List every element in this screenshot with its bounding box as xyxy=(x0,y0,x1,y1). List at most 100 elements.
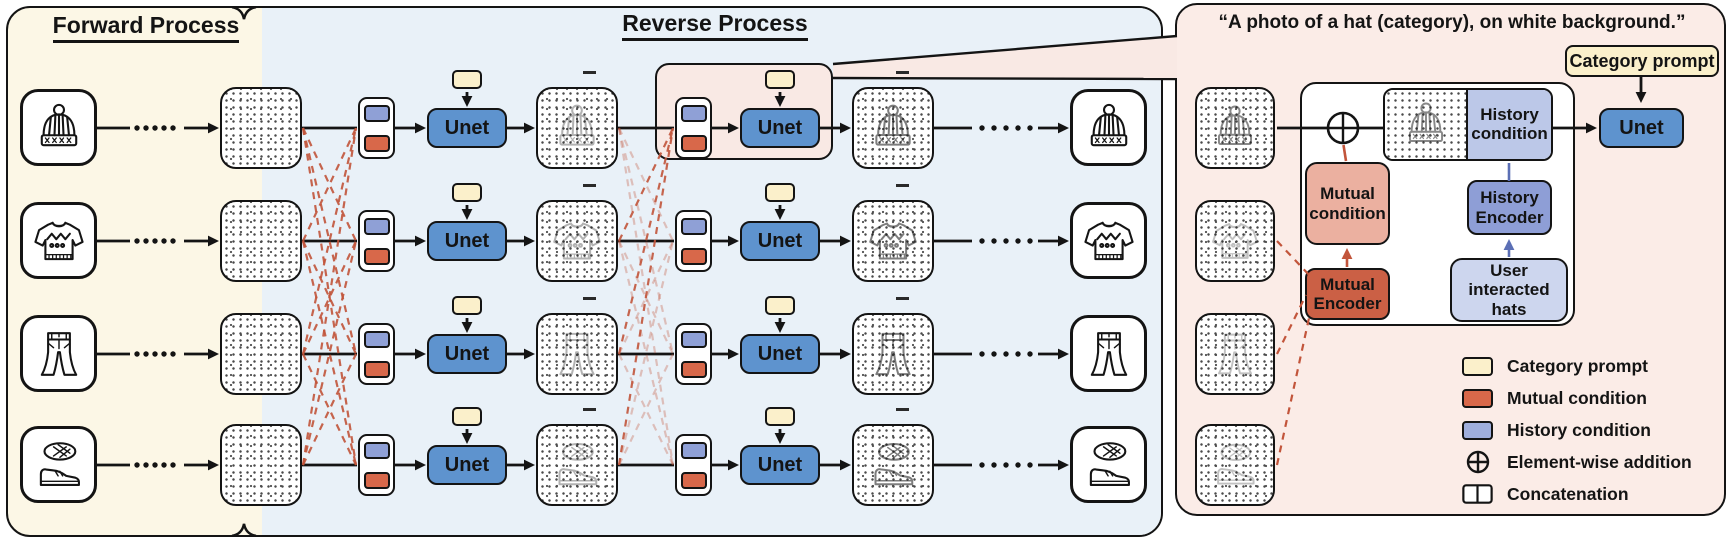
noised-latent-box xyxy=(220,200,302,282)
category-prompt-token xyxy=(452,296,482,315)
unet-box: Unet xyxy=(740,334,820,374)
generated-item-box xyxy=(1070,315,1147,392)
partially-denoised-latent-box xyxy=(536,424,618,506)
detail-noised-latent-box xyxy=(1195,87,1275,169)
legend-item-mutual-condition: Mutual condition xyxy=(1462,385,1647,411)
condition-token-pair xyxy=(358,97,395,159)
noisy-latent-cell xyxy=(1385,90,1468,159)
mostly-denoised-latent-box xyxy=(852,424,934,506)
detail-noised-latent-box xyxy=(1195,200,1275,282)
partially-denoised-latent-box xyxy=(536,200,618,282)
history-condition-token xyxy=(681,442,707,459)
legend-item-history-condition: History condition xyxy=(1462,417,1651,443)
history-condition-token xyxy=(681,331,707,348)
legend-item-elementwise-addition: Element-wise addition xyxy=(1462,449,1692,475)
partially-denoised-latent-box xyxy=(536,87,618,169)
category-prompt-token xyxy=(452,407,482,426)
condition-token-pair xyxy=(675,323,712,385)
partially-denoised-latent-box xyxy=(536,313,618,395)
oplus-icon xyxy=(1466,450,1489,474)
category-prompt-token xyxy=(452,183,482,202)
condition-token-pair xyxy=(358,323,395,385)
item-icon xyxy=(1090,331,1127,376)
unet-box: Unet xyxy=(427,221,507,261)
reverse-process-title: Reverse Process xyxy=(600,10,830,41)
item-icon xyxy=(39,441,80,486)
mutual-condition-token xyxy=(364,135,390,152)
mutual-condition-token xyxy=(364,248,390,265)
unet-box: Unet xyxy=(740,108,820,148)
condition-token-pair xyxy=(358,210,395,272)
condition-token-pair xyxy=(675,210,712,272)
user-interacted-hats-box: User interacted hats xyxy=(1450,258,1568,322)
mutual-condition-box: Mutual condition xyxy=(1305,162,1390,245)
generated-item-box xyxy=(1070,426,1147,503)
history-condition-box: History condition xyxy=(1468,90,1551,159)
item-icon xyxy=(1089,441,1130,486)
diffusion-row: Unet Unet xyxy=(0,70,1732,183)
unet-box: Unet xyxy=(740,445,820,485)
unet-box: Unet xyxy=(740,221,820,261)
diffusion-row: Unet Unet xyxy=(0,296,1732,409)
diffusion-row: Unet Unet xyxy=(0,407,1732,520)
history-condition-token xyxy=(681,218,707,235)
detail-prompt-text: “A photo of a hat (category), on white b… xyxy=(1218,12,1686,33)
condition-token-pair xyxy=(675,97,712,159)
clean-item-box xyxy=(20,426,97,503)
mutual-condition-token xyxy=(681,361,707,378)
mutual-condition-token xyxy=(364,361,390,378)
generated-item-box xyxy=(1070,89,1147,166)
item-icon xyxy=(40,331,77,376)
item-ghost-icon xyxy=(553,222,601,260)
unet-box: Unet xyxy=(427,445,507,485)
history-condition-token xyxy=(364,331,390,348)
mutual-condition-token xyxy=(681,135,707,152)
detail-noised-latent-box xyxy=(1195,313,1275,395)
detail-unet-box: Unet xyxy=(1599,108,1684,148)
history-condition-token xyxy=(364,442,390,459)
history-encoder-box: History Encoder xyxy=(1467,180,1552,235)
item-ghost-icon xyxy=(875,332,911,376)
diffusion-row: Unet Unet xyxy=(0,183,1732,296)
unet-box: Unet xyxy=(427,334,507,374)
category-prompt-token xyxy=(765,407,795,426)
mutual-encoder-box: Mutual Encoder xyxy=(1305,268,1390,320)
item-ghost-icon xyxy=(1217,105,1253,146)
mutual-condition-token xyxy=(681,472,707,489)
item-ghost-icon xyxy=(869,222,917,260)
item-ghost-icon xyxy=(874,442,914,486)
history-condition-swatch xyxy=(1462,420,1493,440)
item-ghost-icon xyxy=(559,332,595,376)
noised-latent-box xyxy=(220,87,302,169)
condition-token-pair xyxy=(358,434,395,496)
mostly-denoised-latent-box xyxy=(852,313,934,395)
noised-latent-box xyxy=(220,424,302,506)
history-condition-token xyxy=(364,218,390,235)
unet-box: Unet xyxy=(427,108,507,148)
category-prompt-token xyxy=(765,296,795,315)
legend-item-concatenation: Concatenation xyxy=(1462,481,1629,507)
mostly-denoised-latent-box xyxy=(852,200,934,282)
category-prompt-token xyxy=(765,183,795,202)
item-ghost-icon xyxy=(559,104,595,146)
clean-item-box xyxy=(20,202,97,279)
item-icon xyxy=(1090,103,1127,146)
item-ghost-icon xyxy=(1217,333,1253,375)
forward-process-title: Forward Process xyxy=(40,12,252,43)
history-condition-token xyxy=(681,105,707,122)
item-ghost-icon xyxy=(558,442,598,486)
item-ghost-icon xyxy=(1217,443,1255,485)
mutual-condition-swatch xyxy=(1462,388,1493,408)
category-prompt-swatch xyxy=(1462,356,1493,376)
concatenation-box: History condition xyxy=(1383,88,1553,161)
detail-noised-latent-box xyxy=(1195,424,1275,506)
item-icon xyxy=(40,103,77,146)
mostly-denoised-latent-box xyxy=(852,87,934,169)
item-ghost-icon xyxy=(875,104,911,146)
mutual-condition-token xyxy=(364,472,390,489)
category-prompt-token xyxy=(765,70,795,89)
category-prompt-token xyxy=(452,70,482,89)
clean-item-box xyxy=(20,89,97,166)
item-icon xyxy=(33,221,84,260)
category-prompt-box: Category prompt xyxy=(1565,45,1719,77)
